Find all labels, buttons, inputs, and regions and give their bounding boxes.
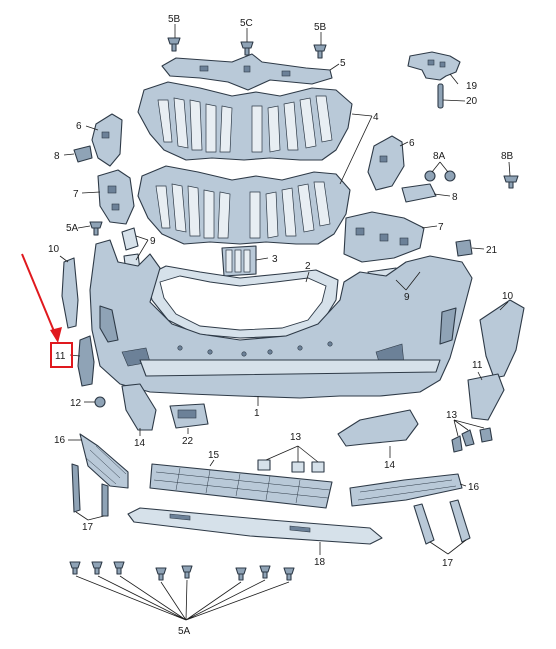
bracket-left-part-6 <box>91 113 123 167</box>
label-4: 4 <box>373 112 379 123</box>
housing-right-part-14 <box>337 409 419 447</box>
label-21: 21 <box>486 245 498 256</box>
label-18: 18 <box>314 557 326 568</box>
screw-5a-mid-icon <box>89 221 103 236</box>
grille-upper-bars <box>157 95 333 153</box>
label-5: 5 <box>340 58 346 69</box>
lower-center-grille-part-15 <box>149 463 333 509</box>
mounting-bracket-left-part-7 <box>97 169 135 225</box>
label-5a-mid: 5A <box>66 223 79 234</box>
sensor-part-22 <box>169 403 209 429</box>
label-15: 15 <box>208 450 220 461</box>
leader-lines <box>59 24 511 621</box>
label-1: 1 <box>254 408 260 419</box>
label-5a-bottom: 5A <box>178 626 191 637</box>
center-insert-part-3 <box>221 245 257 277</box>
label-10-left: 10 <box>48 244 60 255</box>
trim-strips-right-part-17 <box>413 499 471 545</box>
cap-part-12-icon <box>94 396 106 408</box>
label-8b: 8B <box>501 151 514 162</box>
grille-lower-part-4 <box>137 165 351 245</box>
upper-bracket-part-5 <box>161 53 333 91</box>
bumper-cover-part-1 <box>89 239 473 399</box>
label-8-right: 8 <box>452 192 458 203</box>
clip-8b-icon <box>503 175 519 189</box>
highlight-box-part-11 <box>50 342 73 368</box>
label-19: 19 <box>466 81 478 92</box>
clips-mid-part-13 <box>257 459 325 473</box>
label-11-right: 11 <box>472 360 483 371</box>
label-8-left: 8 <box>54 151 60 162</box>
lower-side-grille-right-part-16 <box>349 473 463 507</box>
label-11-left: 11 <box>55 351 66 362</box>
label-3: 3 <box>272 254 278 265</box>
side-support-left-part-10 <box>61 257 79 329</box>
clip-8a-right-icon <box>444 170 456 182</box>
label-17-right: 17 <box>442 558 454 569</box>
label-13-mid: 13 <box>290 432 302 443</box>
rod-part-20 <box>437 83 444 109</box>
label-9-right: 9 <box>404 292 410 303</box>
label-16-left: 16 <box>54 435 66 446</box>
lower-side-grille-left-part-16 <box>79 433 129 489</box>
annotation-arrow <box>21 253 62 343</box>
label-13-right: 13 <box>446 410 458 421</box>
label-5b-left: 5B <box>168 14 181 25</box>
lower-spoiler-part-18 <box>127 507 383 545</box>
label-7-left: 7 <box>73 189 79 200</box>
label-8a: 8A <box>433 151 446 162</box>
screw-5c-icon <box>240 41 254 56</box>
bracket-right-part-11 <box>467 373 505 421</box>
screw-5b-left-icon <box>167 37 181 52</box>
label-16-right: 16 <box>468 482 480 493</box>
screw-5b-right-icon <box>313 44 327 59</box>
bracket-right-part-6 <box>367 135 405 191</box>
bracket-left-part-11 <box>77 335 95 387</box>
mounting-bracket-right-part-7 <box>343 211 425 263</box>
screws-5a-bottom-icon <box>69 561 295 581</box>
label-10-right: 10 <box>502 291 514 302</box>
label-6-left: 6 <box>76 121 82 132</box>
grille-frame-part-2 <box>145 265 339 339</box>
trim-left-part-8 <box>73 145 93 163</box>
label-20: 20 <box>466 96 478 107</box>
label-5b-right: 5B <box>314 22 327 33</box>
grille-lower-bars <box>155 181 331 239</box>
cover-part-21 <box>455 239 473 257</box>
label-17-left: 17 <box>82 522 94 533</box>
trim-strips-left-part-17 <box>71 463 109 517</box>
label-5c: 5C <box>240 18 253 29</box>
grille-upper-part-4 <box>137 81 353 161</box>
label-12: 12 <box>70 398 82 409</box>
trim-right-part-8 <box>401 183 437 203</box>
label-7-right: 7 <box>438 222 444 233</box>
side-support-right-part-10 <box>479 299 525 379</box>
label-14-left: 14 <box>134 438 146 449</box>
label-9-left: 9 <box>150 236 156 247</box>
clip-8a-left-icon <box>424 170 436 182</box>
housing-left-part-14 <box>121 383 157 431</box>
label-22: 22 <box>182 436 194 447</box>
clips-right-part-13 <box>451 427 493 453</box>
label-2: 2 <box>305 261 311 272</box>
part-labels: 5B 5C 5B 5 19 20 4 6 8 6 8A 8B 8 7 5A 9 … <box>48 14 514 637</box>
label-14-right: 14 <box>384 460 396 471</box>
label-6-right: 6 <box>409 138 415 149</box>
latch-part-19 <box>407 51 461 81</box>
